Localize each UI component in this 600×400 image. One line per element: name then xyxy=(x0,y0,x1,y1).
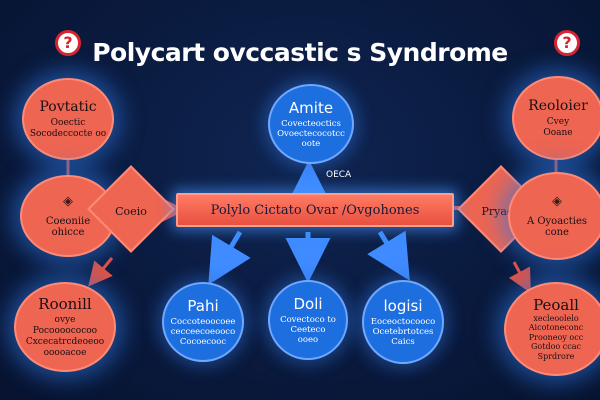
bottom-node-heading: Doli xyxy=(293,294,323,313)
bottom-node-center[interactable]: Doli Covectoco to Ceeteco ooeo xyxy=(268,280,348,360)
link-icon-right: ◈ xyxy=(552,194,562,209)
left-bottom-node-line: ovye xyxy=(54,314,76,325)
connector-left-mid-bottom xyxy=(88,257,114,287)
connector-right-mid-bottom xyxy=(508,261,531,294)
question-icon-left: ? xyxy=(55,30,81,56)
left-diamond-label: Coeio xyxy=(115,205,147,218)
bottom-node-line: Coccoteoocoee xyxy=(170,316,236,327)
bottom-node-line: Ceeteco xyxy=(290,324,326,335)
top-arrow-label: OECA xyxy=(326,170,352,180)
page-title: Polycart ovccastic s Syndrome xyxy=(92,38,508,67)
bottom-node-left[interactable]: Pahi Coccoteoocoee cecceecoeooco Cocoeco… xyxy=(162,282,244,362)
bottom-node-line: Ocetebrtotces xyxy=(372,326,434,337)
right-top-node[interactable]: Reoloier Cvey Ooane xyxy=(512,76,600,160)
link-icon-left: ◈ xyxy=(63,194,73,209)
bottom-node-line: Eoceoctocooco xyxy=(370,316,436,327)
left-middle-node-line: ohicce xyxy=(51,227,85,238)
left-bottom-node[interactable]: Roonill ovye Pocoooococoo Cxcecatrcdeoeo… xyxy=(14,282,116,372)
right-bottom-node[interactable]: Peoall xecleoolelo Aicotoneconc Prooneoy… xyxy=(504,282,600,376)
top-center-node[interactable]: Amite Covecteoctics Ovoectecocotcc oote xyxy=(268,84,354,164)
left-bottom-node-heading: Roonill xyxy=(38,294,92,313)
bottom-node-line: ooeo xyxy=(297,334,319,345)
right-top-node-line: Ooane xyxy=(543,127,573,138)
right-bottom-node-line: Gotdoo ccac xyxy=(531,342,581,352)
bottom-node-heading: Pahi xyxy=(187,296,219,315)
top-center-node-line: Covecteoctics xyxy=(281,118,341,129)
top-center-node-line: Ovoectecocotcc xyxy=(277,128,345,139)
right-bottom-node-heading: Peoall xyxy=(533,295,579,314)
question-icon-right: ? xyxy=(554,30,580,56)
center-bar[interactable]: Polylo Cictato Ovar /Ovgohones xyxy=(176,193,454,227)
arrow-bar-to-bottom-left xyxy=(208,230,251,285)
arrow-bar-to-bottom-right xyxy=(367,230,410,281)
center-bar-label: Polylo Cictato Ovar /Ovgohones xyxy=(210,202,420,218)
bottom-node-line: Caics xyxy=(391,336,415,347)
right-middle-node-line: A Oyoacties xyxy=(526,216,588,227)
left-top-node-line: Ooectic xyxy=(50,117,86,128)
bottom-node-line: Covectoco to xyxy=(280,314,336,325)
top-center-node-line: oote xyxy=(301,138,321,149)
right-bottom-node-line: xecleoolelo xyxy=(533,313,579,323)
left-bottom-node-line: ooooacoe xyxy=(43,347,87,358)
left-bottom-node-line: Cxcecatrcdeoeoo xyxy=(25,336,105,347)
left-top-node[interactable]: Povtatic Ooectic Socodeccocte oo xyxy=(22,78,114,160)
bottom-node-heading: logisi xyxy=(383,296,423,315)
left-bottom-node-line: Pocoooococoo xyxy=(32,325,98,336)
right-middle-node-line: cone xyxy=(545,227,569,238)
top-center-node-heading: Amite xyxy=(288,98,334,117)
bottom-node-line: cecceecoeooco xyxy=(170,326,236,337)
right-middle-node[interactable]: ◈ A Oyoacties cone xyxy=(508,172,600,260)
right-top-node-heading: Reoloier xyxy=(528,97,588,114)
right-bottom-node-line: Aicotoneconc xyxy=(528,323,584,333)
right-top-node-line: Cvey xyxy=(546,116,570,127)
right-bottom-node-line: Prooneoy occ xyxy=(528,332,584,342)
bottom-node-line: Cocoecooc xyxy=(179,336,227,347)
left-middle-node-line: Coeoniie xyxy=(45,216,91,227)
left-top-node-heading: Povtatic xyxy=(39,98,97,115)
bottom-node-right[interactable]: logisi Eoceoctocooco Ocetebrtotces Caics xyxy=(362,280,444,364)
left-top-node-line: Socodeccocte oo xyxy=(29,128,107,139)
right-bottom-node-line: Sprdrore xyxy=(537,351,575,361)
